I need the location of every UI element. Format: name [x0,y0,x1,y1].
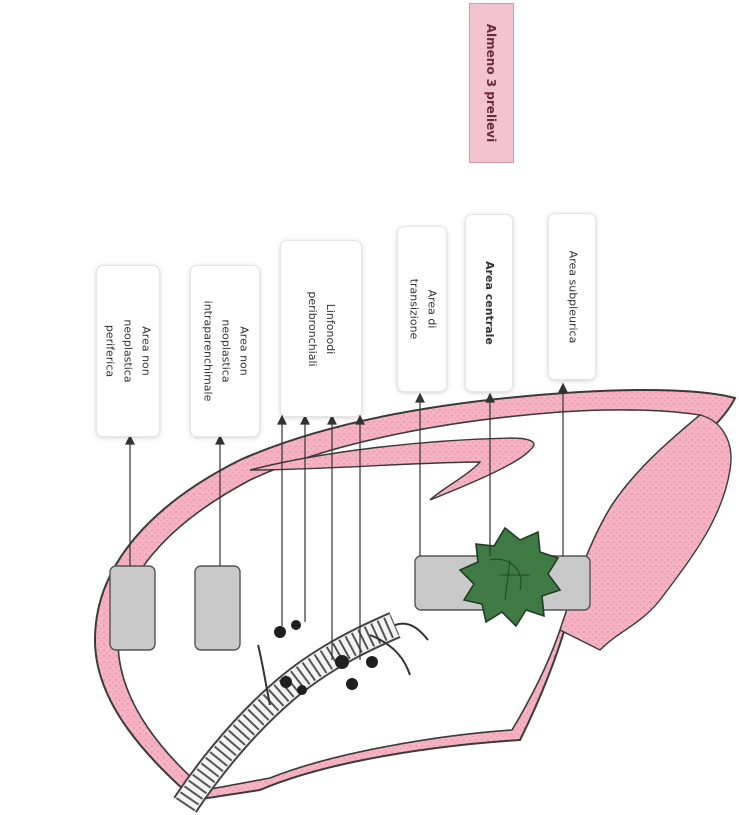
label-lymph-text: Linfonodi peribronchiali [303,289,339,369]
label-central-text: Area centrale [480,261,498,345]
label-transition-text: Area di transizione [404,279,440,340]
label-intraparenchymal-text: Area non neoplastica intraparenchimale [198,301,252,402]
sampling-note: Almeno 3 prelievi [469,3,514,163]
label-peripheral: Area non neoplastica periferica [96,265,160,437]
label-intraparenchymal: Area non neoplastica intraparenchimale [190,265,260,437]
label-transition: Area di transizione [397,226,447,392]
label-subpleural: Area subpleurica [548,213,596,380]
sample-peripheral [110,566,155,650]
label-central: Area centrale [465,214,513,392]
label-lymph: Linfonodi peribronchiali [280,240,362,417]
label-subpleural-text: Area subpleurica [563,250,581,343]
sampling-note-text: Almeno 3 prelievi [485,24,499,142]
label-peripheral-text: Area non neoplastica periferica [101,319,155,382]
sample-intraparenchymal [195,566,240,650]
